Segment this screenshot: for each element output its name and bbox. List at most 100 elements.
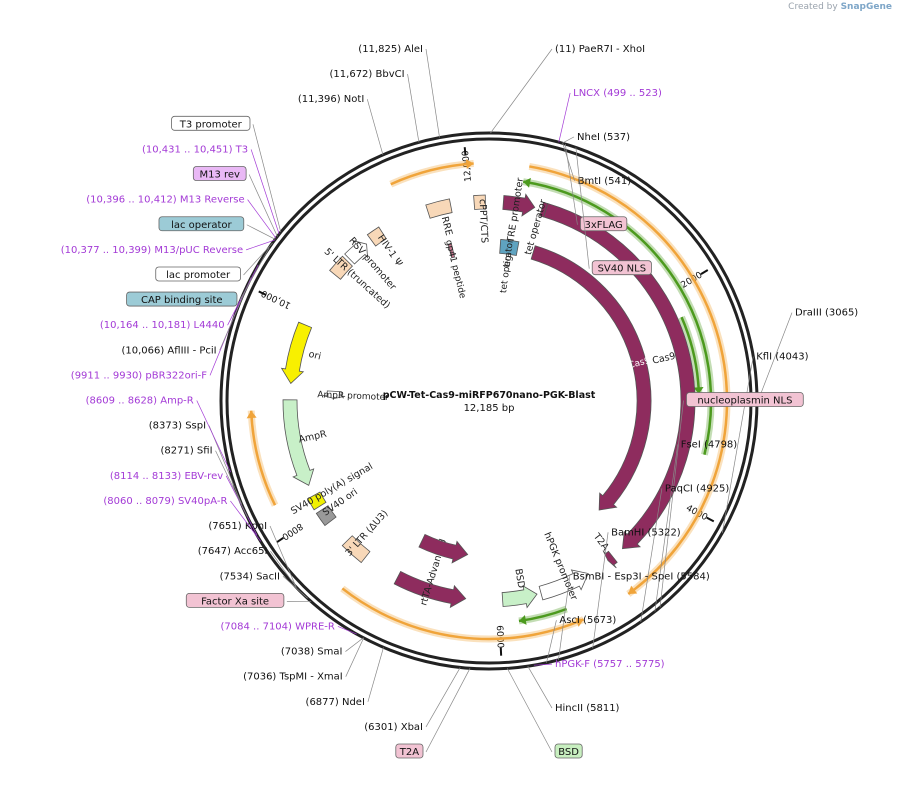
orf-e-head [523,177,531,188]
leader-XmaI [345,637,365,677]
feature-3-LTR [341,535,371,564]
orf-b-halo [389,160,474,188]
inner-tet-operator-inner [499,238,520,257]
label-HincII: HincII (5811) [555,703,620,714]
feature-tet-operator [539,201,549,218]
leader-Acc65I [270,550,297,588]
leader-BamHI [592,532,609,649]
inner-AmpR-promoter [322,390,346,399]
feature-Cas9 [543,203,696,550]
orf-a-head [628,585,638,594]
feature-label-cPPT-CTS: cPPT/CTS [477,199,490,244]
tick-2000 [700,269,709,275]
feature-ori [280,321,313,385]
label-KpnI: (7651) KpnI [208,521,267,532]
feature-RSV-promoter [344,239,369,265]
feature-tight-TRE-promoter [502,193,536,217]
leader-T2A-tag [425,668,471,753]
leader-BmtI [562,143,575,181]
feature-label-Cas9: Cas9 [651,351,676,367]
orf-c [341,587,585,641]
label-SV40-NLS: SV40 NLS [598,264,647,275]
label-SV40pA-R: (8060 .. 8079) SV40pA-R [103,496,227,507]
label-T2A-tag: T2A [399,747,419,758]
label-KflI: KflI (4043) [756,352,808,363]
label-Acc65I: (7647) Acc65I [198,546,268,557]
feature-RRE [425,198,453,219]
feature-SV40-ori [315,505,337,527]
inner-rTetR [418,533,469,564]
leader-BsmBI [558,576,571,660]
label-BSD-tag: BSD [558,747,579,758]
label-T3-promoter: T3 promoter [179,119,243,130]
label-box-CAP-binding-site [126,291,238,307]
label-M13-rev: M13 rev [199,170,240,181]
leader-XhoI [490,48,553,134]
feature-SV40-polyA [307,491,327,511]
tick-12000 [463,147,467,156]
leader-HincII [527,666,553,709]
tick-label-6000: 6000 [494,625,505,649]
inner-gp41-peptide [447,242,456,259]
leader-nucleoplasmin-NLS [659,400,684,608]
label-WPRE-R: (7084 .. 7104) WPRE-R [221,621,335,632]
leader-lac-promoter [243,242,273,276]
label-M13-pUC-Reverse: (10,377 .. 10,399) M13/pUC Reverse [61,245,243,256]
label-box-T3-promoter [171,115,251,131]
label-SspI: (8373) SspI [149,421,206,432]
orf-d [249,410,277,506]
feature-label-ori: ori [307,349,322,363]
leader-XbaI [425,667,461,728]
feature-label-AmpR: AmpR [298,429,328,446]
feature-cPPT-CTS [473,194,486,210]
tick-10000 [258,290,267,296]
label-T3: (10,431 .. 10,451) T3 [142,144,248,155]
label-LNCX: LNCX (499 .. 523) [573,88,662,99]
credit-prefix: Created by [788,2,838,12]
leader-NotI [366,99,384,155]
leader-T3 [250,149,280,235]
label-pBR322ori-F: (9911 .. 9930) pBR322ori-F [71,370,207,381]
tick-4000 [706,516,715,523]
label-box-SV40-NLS [591,260,652,276]
label-box-lac-operator [158,216,245,232]
label-box-nucleoplasmin-NLS [686,392,804,407]
leader-Amp-R [196,400,231,473]
label-XbaI: (6301) XbaI [364,722,423,733]
label-box-3xFLAG [580,216,628,232]
feature-HIV-1-psi [366,226,387,247]
inner-label-AmpR-promoter: AmpR promoter [317,390,389,403]
label-box-Factor-Xa [185,592,285,608]
label-BbvCI: (11,672) BbvCI [330,69,405,80]
leader-M13-pUC-Reverse [246,239,275,251]
inner-Cas9-inner [530,245,652,511]
label-M13-Reverse: (10,396 .. 10,412) M13 Reverse [86,195,244,206]
label-nucleoplasmin-NLS: nucleoplasmin NLS [697,396,792,407]
label-BsmBI: BsmBI - Esp3I - SpeI (5584) [573,571,710,582]
leader-SV40pA-R [230,500,261,542]
feature-AmpR [282,399,315,486]
leader-CAP-binding-site [239,247,270,301]
leader-SmaI [345,637,364,652]
leader-AscI [546,620,557,663]
leader-NheI [562,136,575,144]
label-lac-operator: lac operator [171,220,232,231]
orf-d-head [246,410,257,419]
label-SmaI: (7038) SmaI [281,647,343,658]
tick-label-10000: 10,000 [260,287,293,310]
orf-a [529,165,729,595]
label-XhoI: (11) PaeR7I - XhoI [555,44,645,55]
leader-LNCX [558,92,571,143]
label-CAP-binding-site: CAP binding site [141,295,223,306]
inner-label-gp41-peptide: gp41 peptide [443,239,467,300]
label-box-lac-promoter [155,266,241,282]
leader-3xFLAG [564,144,578,225]
feature-T2A [602,550,618,569]
tick-8000 [276,537,284,544]
label-AflIII: (10,066) AflIII - PciI [121,345,216,356]
leader-AleI [425,48,440,138]
feature-label-RRE: RRE [439,215,454,236]
leader-hPGK-F [533,663,553,666]
snapgene-brand: SnapGene [840,2,892,12]
